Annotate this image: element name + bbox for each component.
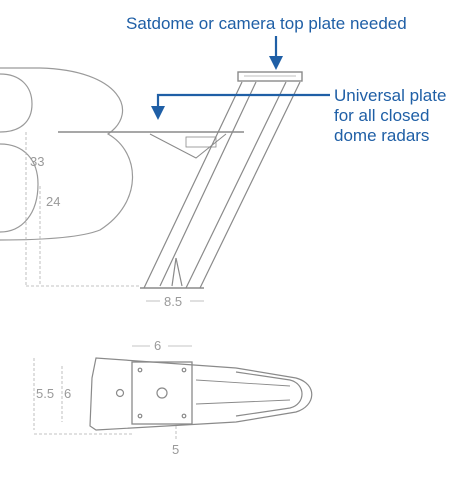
side-dimension-lines (25, 132, 140, 287)
universal-plate (58, 131, 244, 159)
top-dimension-lines (33, 345, 192, 440)
top-view (89, 357, 313, 431)
dim-top-width: 6 (154, 338, 161, 353)
universal-plate-callout-line: Universal plate (334, 86, 447, 105)
dim-height-inner: 24 (46, 194, 60, 209)
side-callout-arrow (151, 93, 330, 120)
support-legs (140, 81, 301, 289)
top-plate (237, 71, 303, 82)
dim-bottom-width: 5 (172, 442, 179, 457)
top-callout-arrow (269, 36, 283, 70)
top-plate-callout: Satdome or camera top plate needed (126, 14, 407, 33)
dim-top-height-outer: 5.5 (36, 386, 54, 401)
dim-top-height-inner: 6 (64, 386, 71, 401)
universal-plate-callout-line: for all closed (334, 106, 430, 125)
dim-height-outer: 33 (30, 154, 44, 169)
universal-plate-callout-line: dome radars (334, 126, 430, 145)
universal-plate-callout: Universal plate for all closed dome rada… (334, 86, 470, 146)
dim-base-width: 8.5 (164, 294, 182, 309)
radar-dome-outline (0, 67, 134, 241)
